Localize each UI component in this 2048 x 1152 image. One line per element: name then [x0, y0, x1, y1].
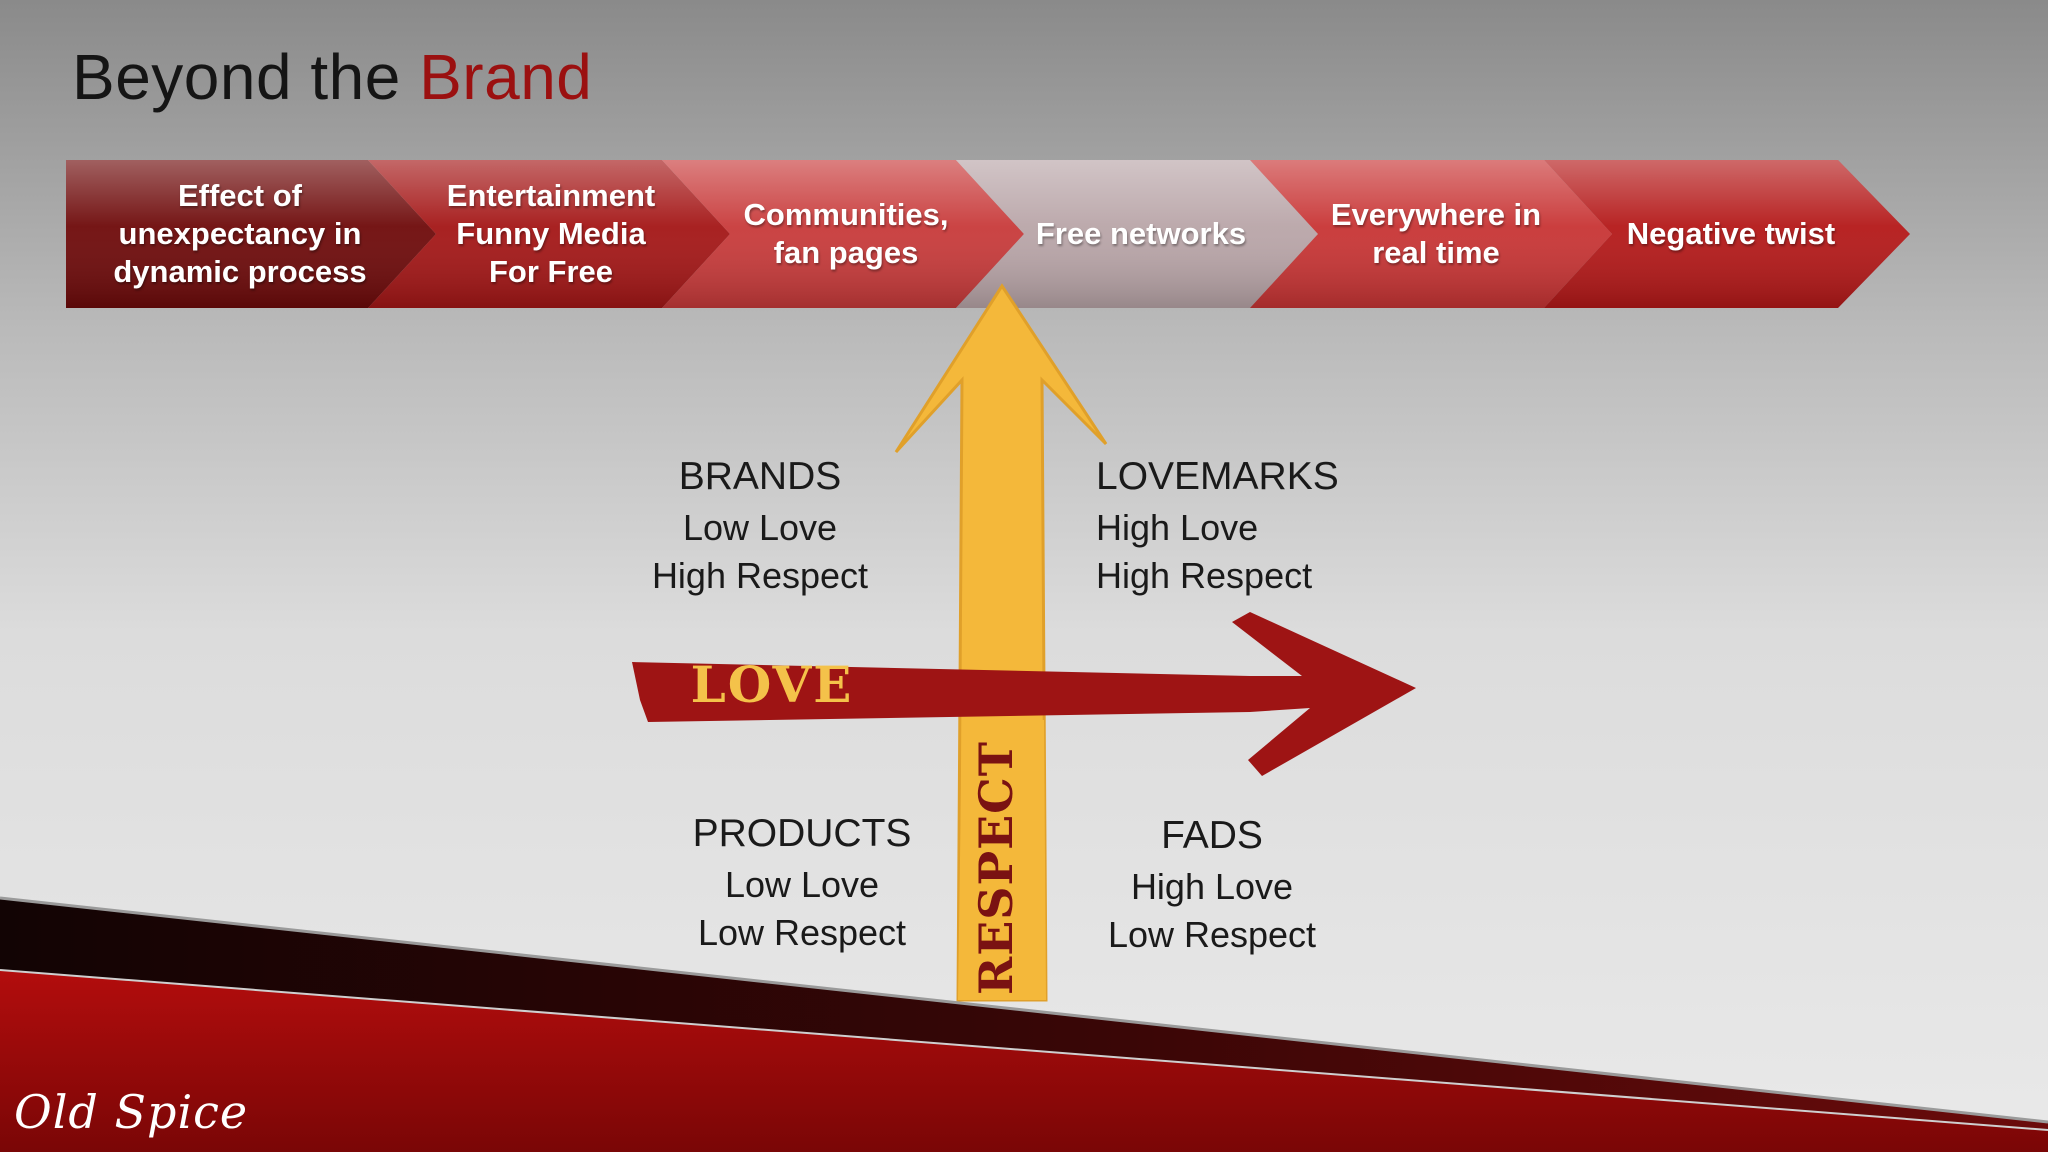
chevron-label-1: Effect of unexpectancy in dynamic proces…	[113, 178, 367, 289]
products-love: Low Love	[724, 864, 880, 905]
brands-respect: High Respect	[651, 555, 869, 596]
chevron-gloss	[66, 160, 1910, 308]
quadrant-brands: BRANDS Low Love High Respect	[640, 450, 880, 600]
lovemarks-title: LOVEMARKS	[1096, 455, 1339, 498]
products-title: PRODUCTS	[692, 812, 912, 855]
slide-title: Beyond the Brand	[72, 40, 592, 114]
fads-love: High Love	[1130, 866, 1294, 907]
respect-axis-label: RESPECT	[969, 741, 1023, 995]
products-respect: Low Respect	[697, 912, 907, 953]
chevron-label-2: Entertainment Funny Media For Free	[446, 178, 656, 289]
respect-arrow	[894, 283, 1108, 1002]
lovemarks-love: High Love	[1096, 507, 1259, 548]
chevron-label-4: Free networks	[1035, 216, 1247, 251]
quadrant-products: PRODUCTS Low Love Low Respect	[682, 807, 922, 957]
brands-love: Low Love	[682, 507, 838, 548]
process-chevron-bar	[66, 160, 1910, 308]
love-arrow	[632, 612, 1416, 776]
love-axis-label: LOVE	[691, 655, 854, 714]
chevron-label-6: Negative twist	[1626, 216, 1836, 251]
title-main: Beyond the	[72, 41, 420, 113]
quadrant-lovemarks: LOVEMARKS High Love High Respect	[1096, 450, 1356, 600]
respect-arrow-lower	[958, 720, 1046, 1000]
lovemarks-respect: High Respect	[1096, 555, 1313, 596]
chevron-label-5: Everywhere in real time	[1330, 197, 1542, 270]
old-spice-logo: Old Spice	[14, 1085, 249, 1139]
fads-title: FADS	[1161, 814, 1263, 857]
brands-title: BRANDS	[678, 455, 842, 498]
chevron-label-3: Communities, fan pages	[743, 197, 949, 270]
fads-respect: Low Respect	[1107, 914, 1317, 955]
title-accent: Brand	[419, 41, 593, 113]
quadrant-fads: FADS High Love Low Respect	[1092, 809, 1332, 959]
